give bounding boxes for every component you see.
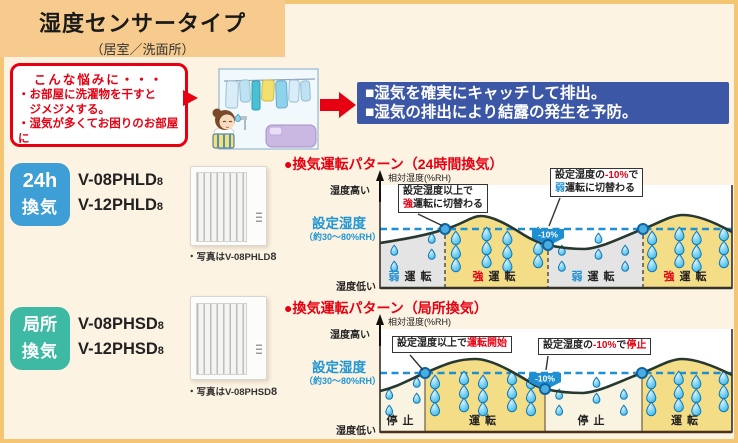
chart-annotation: 設定湿度の-10%で弱運転に切替わる bbox=[550, 168, 644, 197]
droplet-icons bbox=[646, 370, 729, 417]
set-humidity-label: 設定湿度 bbox=[312, 216, 366, 231]
model-number: V-08PHLD8 bbox=[78, 171, 163, 189]
minus-10-percent-flag bbox=[532, 229, 564, 246]
model-numbers-24h: V-08PHLD8 V-12PHLD8 bbox=[78, 169, 163, 219]
problem-bubble-title: こんな悩みに・・・ bbox=[33, 73, 165, 87]
chart-annotation: 設定湿度以上で運転開始 bbox=[392, 336, 512, 353]
y-axis-high-label: 湿度高い bbox=[330, 330, 370, 341]
model-numbers-local: V-08PHSD8 V-12PHSD8 bbox=[78, 313, 164, 363]
problem-item-2: ・湿気が多くてお困りのお部屋に bbox=[18, 118, 179, 145]
fan-side-vent bbox=[255, 342, 262, 355]
threshold-crossing-marker bbox=[542, 239, 554, 251]
set-humidity-label: 設定湿度 bbox=[312, 360, 366, 375]
threshold-crossing-marker bbox=[419, 367, 431, 379]
benefit-line-1: ■湿気を確実にキャッチして排出。 bbox=[365, 85, 607, 102]
page-title: 湿度センサータイプ bbox=[38, 11, 246, 36]
region-label: 停止 bbox=[577, 415, 610, 427]
minus-10-percent-flag bbox=[529, 373, 561, 390]
chart-plot: -10% bbox=[376, 170, 733, 290]
fan-louvers bbox=[195, 172, 247, 242]
badge-local-ventilation: 局所 換気 bbox=[10, 307, 70, 370]
badge-line1: 24h bbox=[22, 170, 58, 192]
droplet-icons bbox=[555, 376, 628, 416]
model-number: V-12PHLD8 bbox=[78, 196, 163, 214]
region-label: 強運転 bbox=[663, 271, 712, 283]
fan-side-vent bbox=[255, 209, 262, 222]
model-number: V-08PHSD8 bbox=[78, 315, 164, 333]
problem-item-1: ・お部屋に洗濯物を干すと bbox=[18, 89, 156, 101]
set-humidity-range: （約30～80%RH） bbox=[304, 376, 382, 386]
y-axis-low-label: 湿度低い bbox=[336, 426, 376, 437]
region-label: 弱運転 bbox=[571, 271, 620, 283]
region-label: 停止 bbox=[386, 415, 419, 427]
problem-item-1b: ジメジメする。 bbox=[18, 103, 110, 116]
svg-text:-10%: -10% bbox=[535, 374, 555, 384]
woman-with-laundry-basket bbox=[212, 108, 241, 149]
droplet-icons bbox=[385, 376, 421, 416]
badge-24h-ventilation: 24h 換気 bbox=[10, 163, 70, 226]
region-label: 運転 bbox=[671, 415, 703, 427]
y-axis-low-label: 湿度低い bbox=[336, 282, 376, 293]
droplet-icons bbox=[390, 232, 436, 272]
hanging-laundry bbox=[225, 79, 311, 111]
ventilation-pattern-chart-24h: ●換気運転パターン（24時間換気）相対湿度(%RH) 湿度高い湿度低い 設定湿度（約… bbox=[284, 156, 738, 302]
laundry-room-illustration bbox=[212, 68, 319, 150]
region-label: 強運転 bbox=[472, 271, 521, 283]
set-humidity-range: （約30～80%RH） bbox=[304, 232, 382, 242]
arrow-right-icon bbox=[320, 92, 356, 118]
threshold-crossing-marker bbox=[637, 223, 649, 235]
y-axis-high-label: 湿度高い bbox=[330, 186, 370, 197]
chart-title: ●換気運転パターン（24時間換気） bbox=[284, 156, 504, 172]
product-photo-24h bbox=[190, 166, 267, 246]
badge-line1: 局所 bbox=[23, 315, 57, 334]
page-subtitle: （居室／洗面所） bbox=[90, 42, 195, 57]
product-photo-local bbox=[190, 296, 267, 380]
axis-arrow-icon bbox=[376, 314, 384, 325]
sweat-drop-icon bbox=[234, 113, 241, 122]
chart-annotation: 設定湿度の-10%で停止 bbox=[538, 338, 652, 355]
problem-bubble: こんな悩みに・・・ ・お部屋に洗濯物を干すと ジメジメする。 ・湿気が多くてお困… bbox=[10, 63, 188, 147]
fan-louvers bbox=[195, 302, 247, 376]
threshold-crossing-marker bbox=[539, 383, 551, 395]
y-axis-unit-label: 相対湿度(%RH) bbox=[388, 317, 451, 327]
chart-title: ●換気運転パターン（局所換気） bbox=[284, 300, 488, 316]
region-label: 弱運転 bbox=[388, 271, 437, 283]
badge-line2: 換気 bbox=[22, 342, 58, 361]
page-header: 湿度センサータイプ （居室／洗面所） bbox=[0, 0, 285, 57]
region-label: 運転 bbox=[469, 415, 501, 427]
model-number: V-12PHSD8 bbox=[78, 340, 164, 358]
droplet-icons bbox=[647, 226, 729, 273]
svg-text:-10%: -10% bbox=[538, 230, 558, 240]
photo-caption-24h: ・写真はV-08PHLD8 bbox=[187, 251, 277, 263]
ventilation-pattern-chart-local: ●換気運転パターン（局所換気）相対湿度(%RH) 湿度高い湿度低い 設定湿度（約30… bbox=[284, 300, 738, 443]
y-axis-unit-label: 相対湿度(%RH) bbox=[388, 173, 451, 183]
benefit-box: ■湿気を確実にキャッチして排出。 ■湿気の排出により結露の発生を予防。 bbox=[357, 82, 729, 124]
chart-plot: -10% bbox=[376, 314, 733, 434]
benefit-line-2: ■湿気の排出により結露の発生を予防。 bbox=[365, 103, 638, 121]
photo-caption-local: ・写真はV-08PHSD8 bbox=[187, 386, 278, 398]
threshold-crossing-marker bbox=[636, 367, 648, 379]
chart-annotation: 設定湿度以上で強運転に切替わる bbox=[398, 184, 488, 213]
axis-arrow-icon bbox=[376, 170, 384, 181]
bubble-tail bbox=[183, 90, 198, 106]
badge-line2: 換気 bbox=[22, 198, 58, 217]
